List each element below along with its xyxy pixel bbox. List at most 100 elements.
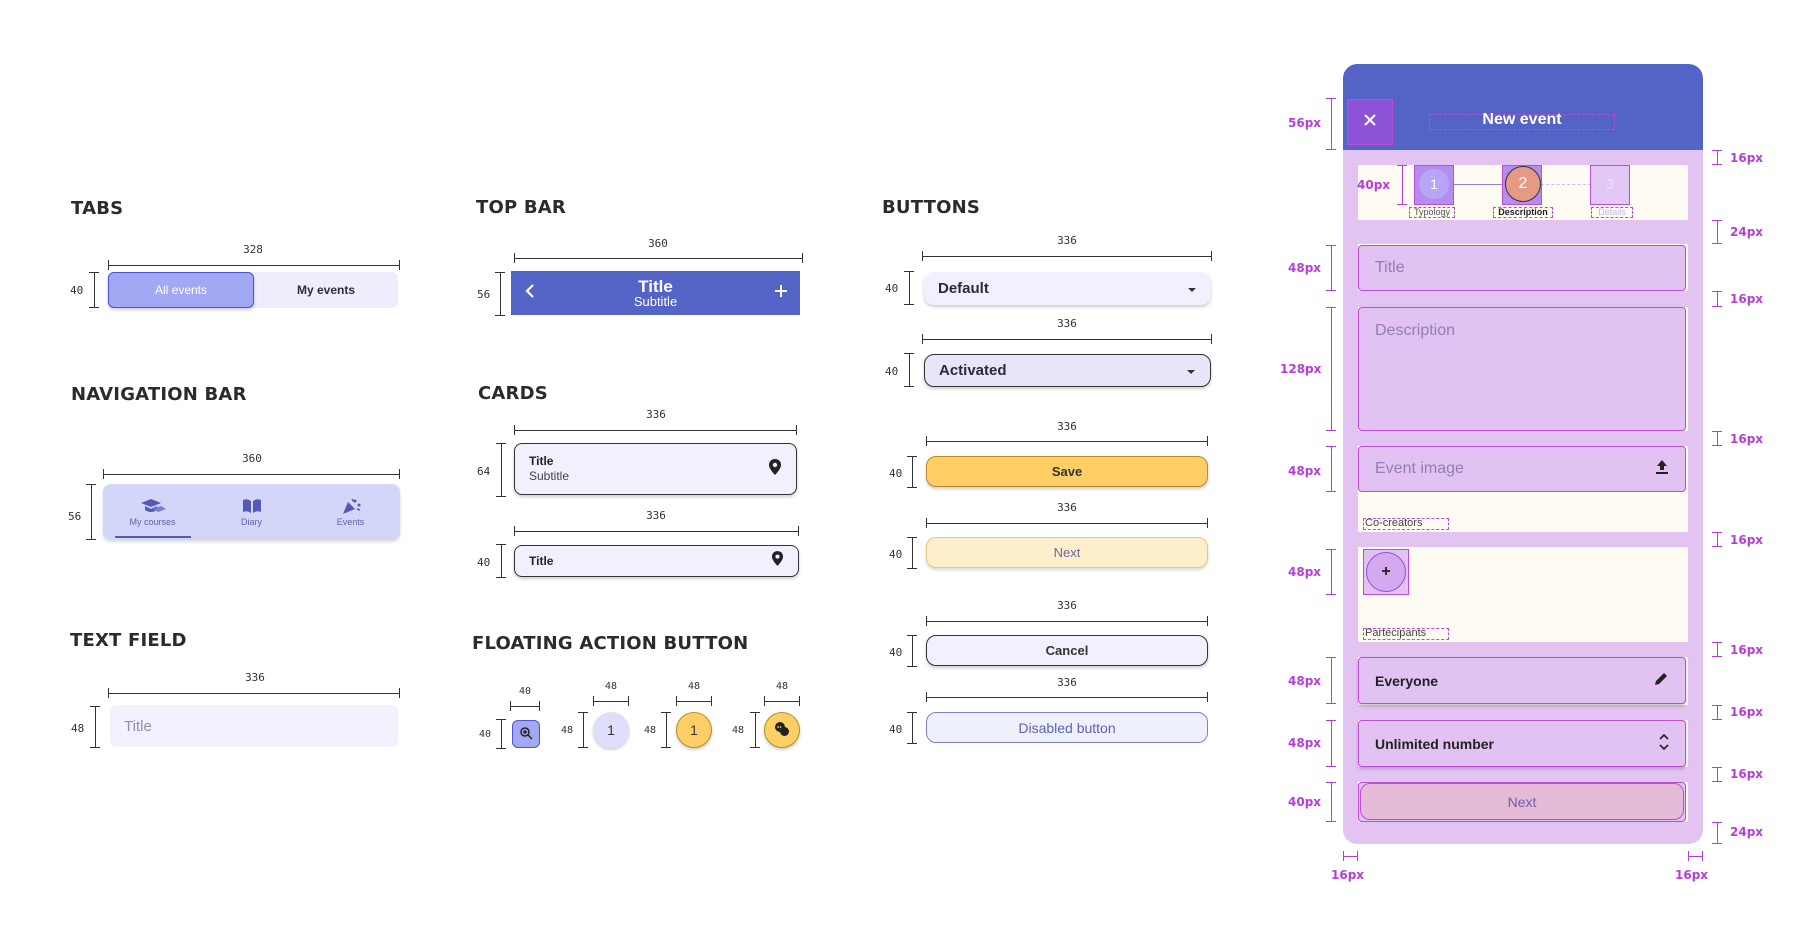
chevron-left-icon[interactable] [523,283,537,304]
padding-gap [1358,532,1688,547]
location-pin-icon[interactable] [768,458,782,481]
gap-dim [1712,431,1722,446]
cards-section-title: CARDS [478,383,548,404]
next-button[interactable]: Next [926,537,1208,568]
buttons-section-title: BUTTONS [882,197,981,218]
left-margin-label: 16px [1331,868,1365,882]
tabs-width-label: 328 [243,243,263,256]
everyone-select[interactable]: Everyone [1358,657,1686,704]
compact-card[interactable]: Title [514,545,799,577]
title-text-field[interactable]: Title [110,705,398,747]
add-co-creator-button[interactable] [1366,552,1406,592]
co-creator-height-dim [1326,549,1336,595]
co-creator-height-label: 48px [1288,565,1322,579]
nav-item-events[interactable]: Events [301,484,400,540]
description-field[interactable]: Description [1358,307,1686,431]
step-label-box [1409,207,1455,218]
title-field[interactable]: Title [1358,245,1686,291]
phone-next-button[interactable]: Next [1360,783,1684,820]
card2-width-label: 336 [646,509,666,522]
btn-next-height-dim [907,537,917,569]
gap-label: 16px [1730,292,1764,306]
step-label-description: Description [1498,207,1548,217]
plus-icon [1381,563,1391,581]
fab2-width-dim [593,696,629,706]
chevron-up-down-icon[interactable] [1659,733,1669,754]
caret-down-icon [1187,280,1197,297]
next-height-label: 40px [1288,795,1322,809]
card1-width-label: 336 [646,408,666,421]
unlimited-height-label: 48px [1288,736,1322,750]
location-card[interactable]: Title Subtitle [514,443,797,495]
step-3[interactable]: 3 [1606,176,1614,192]
fab1-height-dim [496,719,506,749]
fab3-width-label: 48 [687,681,701,692]
activated-dropdown[interactable]: Activated [924,354,1211,387]
fab4-width-label: 48 [775,681,789,692]
tab-my-events[interactable]: My events [296,283,356,297]
everyone-height-dim [1326,657,1336,704]
gap-label: 16px [1730,705,1764,719]
top-bar: Title Subtitle [511,271,800,315]
participants-label-box [1363,628,1449,640]
btn-next-width-dim [926,518,1208,528]
description-field-placeholder: Description [1375,322,1456,339]
plus-icon[interactable] [774,284,788,303]
top-bar-heading: Title Subtitle [634,278,677,308]
chat-fab-yellow[interactable] [764,712,800,748]
pencil-icon[interactable] [1653,671,1669,690]
btn-default-width-label: 336 [1057,234,1077,247]
header-height-dim [1326,98,1336,150]
gap-dim [1712,767,1722,782]
gap-label: 16px [1730,432,1764,446]
fab1-height-label: 40 [479,729,492,740]
nav-item-diary[interactable]: Diary [202,484,301,540]
btn-cancel-width-label: 336 [1057,599,1077,612]
gap-dim [1712,220,1722,244]
gap-label: 16px [1730,533,1764,547]
header-height-label: 56px [1288,116,1322,130]
btn-activated-height-label: 40 [885,365,899,378]
fab2-height-label: 48 [561,725,574,736]
gap-label: 16px [1730,643,1764,657]
co-creators-label-box [1363,518,1449,530]
default-dropdown[interactable]: Default [924,272,1211,305]
next-height-dim [1326,782,1336,822]
top-bar-subtitle: Subtitle [633,294,678,309]
cancel-button[interactable]: Cancel [926,635,1208,666]
btn-disabled-height-label: 40 [889,723,903,736]
tab-all-events[interactable]: All events [108,272,254,308]
tabs-height-dim [89,272,99,308]
dropdown-label: Activated [939,362,1007,379]
step-1[interactable]: 1 [1419,169,1449,199]
tabs-width-dim [108,260,400,270]
card1-height-dim [496,443,506,497]
location-pin-icon[interactable] [771,550,784,572]
event-image-field[interactable]: Event image [1358,446,1686,492]
counter-fab-light[interactable]: 1 [593,712,629,748]
nav-item-label: My courses [129,517,176,527]
screen-title: New event [1482,111,1562,128]
close-button[interactable] [1347,99,1393,145]
nav-width-label: 360 [242,452,262,465]
nav-item-my-courses[interactable]: My courses [103,484,202,540]
topbar-width-dim [514,253,803,263]
step-2[interactable]: 2 [1505,166,1541,202]
new-event-screen: New event 1 2 3 Typology Description Det… [1343,64,1703,844]
gap-dim [1712,642,1722,657]
counter-fab-yellow[interactable]: 1 [676,712,712,748]
unlimited-number-select[interactable]: Unlimited number [1358,720,1686,767]
nav-height-dim [86,484,96,540]
caret-down-icon [1186,362,1196,379]
save-button[interactable]: Save [926,456,1208,487]
btn-next-width-label: 336 [1057,501,1077,514]
card1-height-label: 64 [477,465,491,478]
close-icon [1363,113,1377,132]
tabs-section-title: TABS [71,198,124,219]
topbar-height-label: 56 [477,288,491,301]
zoom-fab[interactable] [512,720,540,748]
upload-icon[interactable] [1655,459,1669,480]
fab4-height-dim [750,712,760,748]
btn-default-width-dim [922,251,1212,261]
everyone-value: Everyone [1375,672,1439,689]
